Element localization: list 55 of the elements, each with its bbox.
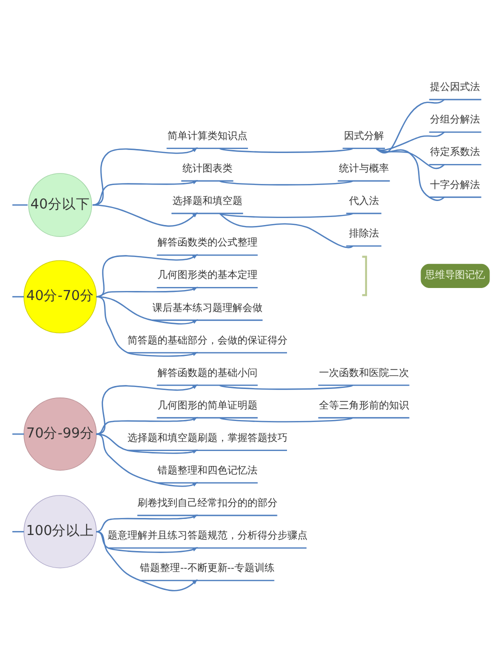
arrow xyxy=(96,254,198,298)
arrow xyxy=(96,416,198,435)
arrow xyxy=(92,147,198,206)
node-text: 排除法 xyxy=(348,228,378,240)
arrow xyxy=(96,286,198,298)
node-text: 全等三角形前的知识 xyxy=(318,400,408,412)
connector xyxy=(375,148,444,170)
node-text: 错题整理--不断更新--专题训练 xyxy=(140,563,274,574)
connector xyxy=(375,99,444,154)
connector xyxy=(12,204,28,206)
node-text: 刷卷找到自己经常扣分的的部分 xyxy=(136,498,277,509)
connector xyxy=(218,417,352,422)
node-box: 思维导图记忆 xyxy=(420,264,490,288)
arrow xyxy=(96,296,198,357)
connector xyxy=(218,148,352,153)
arrow xyxy=(92,204,198,227)
arrow xyxy=(96,514,198,532)
node-text: 十字分解法 xyxy=(430,180,480,191)
node-text: 解答函数类的公式整理 xyxy=(156,238,257,249)
node-text: 提公因式法 xyxy=(430,82,480,94)
node-text: 待定系数法 xyxy=(430,147,480,158)
node-circle: 70分-99分 xyxy=(23,398,96,471)
node-circle: 40分以下 xyxy=(28,173,92,237)
connector xyxy=(218,384,352,390)
connector xyxy=(12,433,24,435)
node-text: 课后基本练习题理解会做 xyxy=(152,302,262,314)
arrow xyxy=(96,433,198,487)
arrow xyxy=(96,531,198,592)
connector xyxy=(218,212,352,218)
arrow xyxy=(96,531,198,553)
node-text: 统计图表类 xyxy=(182,163,232,174)
node-text: 简单计算类知识点 xyxy=(166,130,247,142)
node-text: 简答题的基础部分，会做的保证得分 xyxy=(126,335,287,346)
connector xyxy=(218,212,353,248)
connector xyxy=(375,148,444,201)
node-text: 几何图形的简单证明题 xyxy=(156,400,257,412)
node-text: 选择题和填空题 xyxy=(172,196,242,208)
node-text: 统计与概率 xyxy=(338,163,388,174)
node-text: 几何图形类的基本定理 xyxy=(156,270,257,282)
node-text: 一次函数和医院二次 xyxy=(318,368,408,379)
connector xyxy=(12,531,24,532)
node-circle: 40分-70分 xyxy=(23,260,96,334)
node-text: 分组分解法 xyxy=(430,114,480,126)
node-text: 代入法 xyxy=(348,196,378,208)
node-text: 因式分解 xyxy=(343,130,384,142)
connector xyxy=(218,180,352,186)
node-text: 解答函数题的基础小问 xyxy=(156,368,257,379)
arrow xyxy=(96,384,198,435)
arrow xyxy=(96,296,198,324)
node-text: 错题整理和四色记忆法 xyxy=(156,465,257,476)
node-text: 题意理解并且练习答题规范，分析得分步骤点 xyxy=(106,530,307,542)
node-circle: 100分以上 xyxy=(23,495,96,568)
arrow xyxy=(92,180,198,206)
connector xyxy=(12,296,24,298)
node-text: 选择题和填空题刷题，掌握答题技巧 xyxy=(126,432,287,444)
